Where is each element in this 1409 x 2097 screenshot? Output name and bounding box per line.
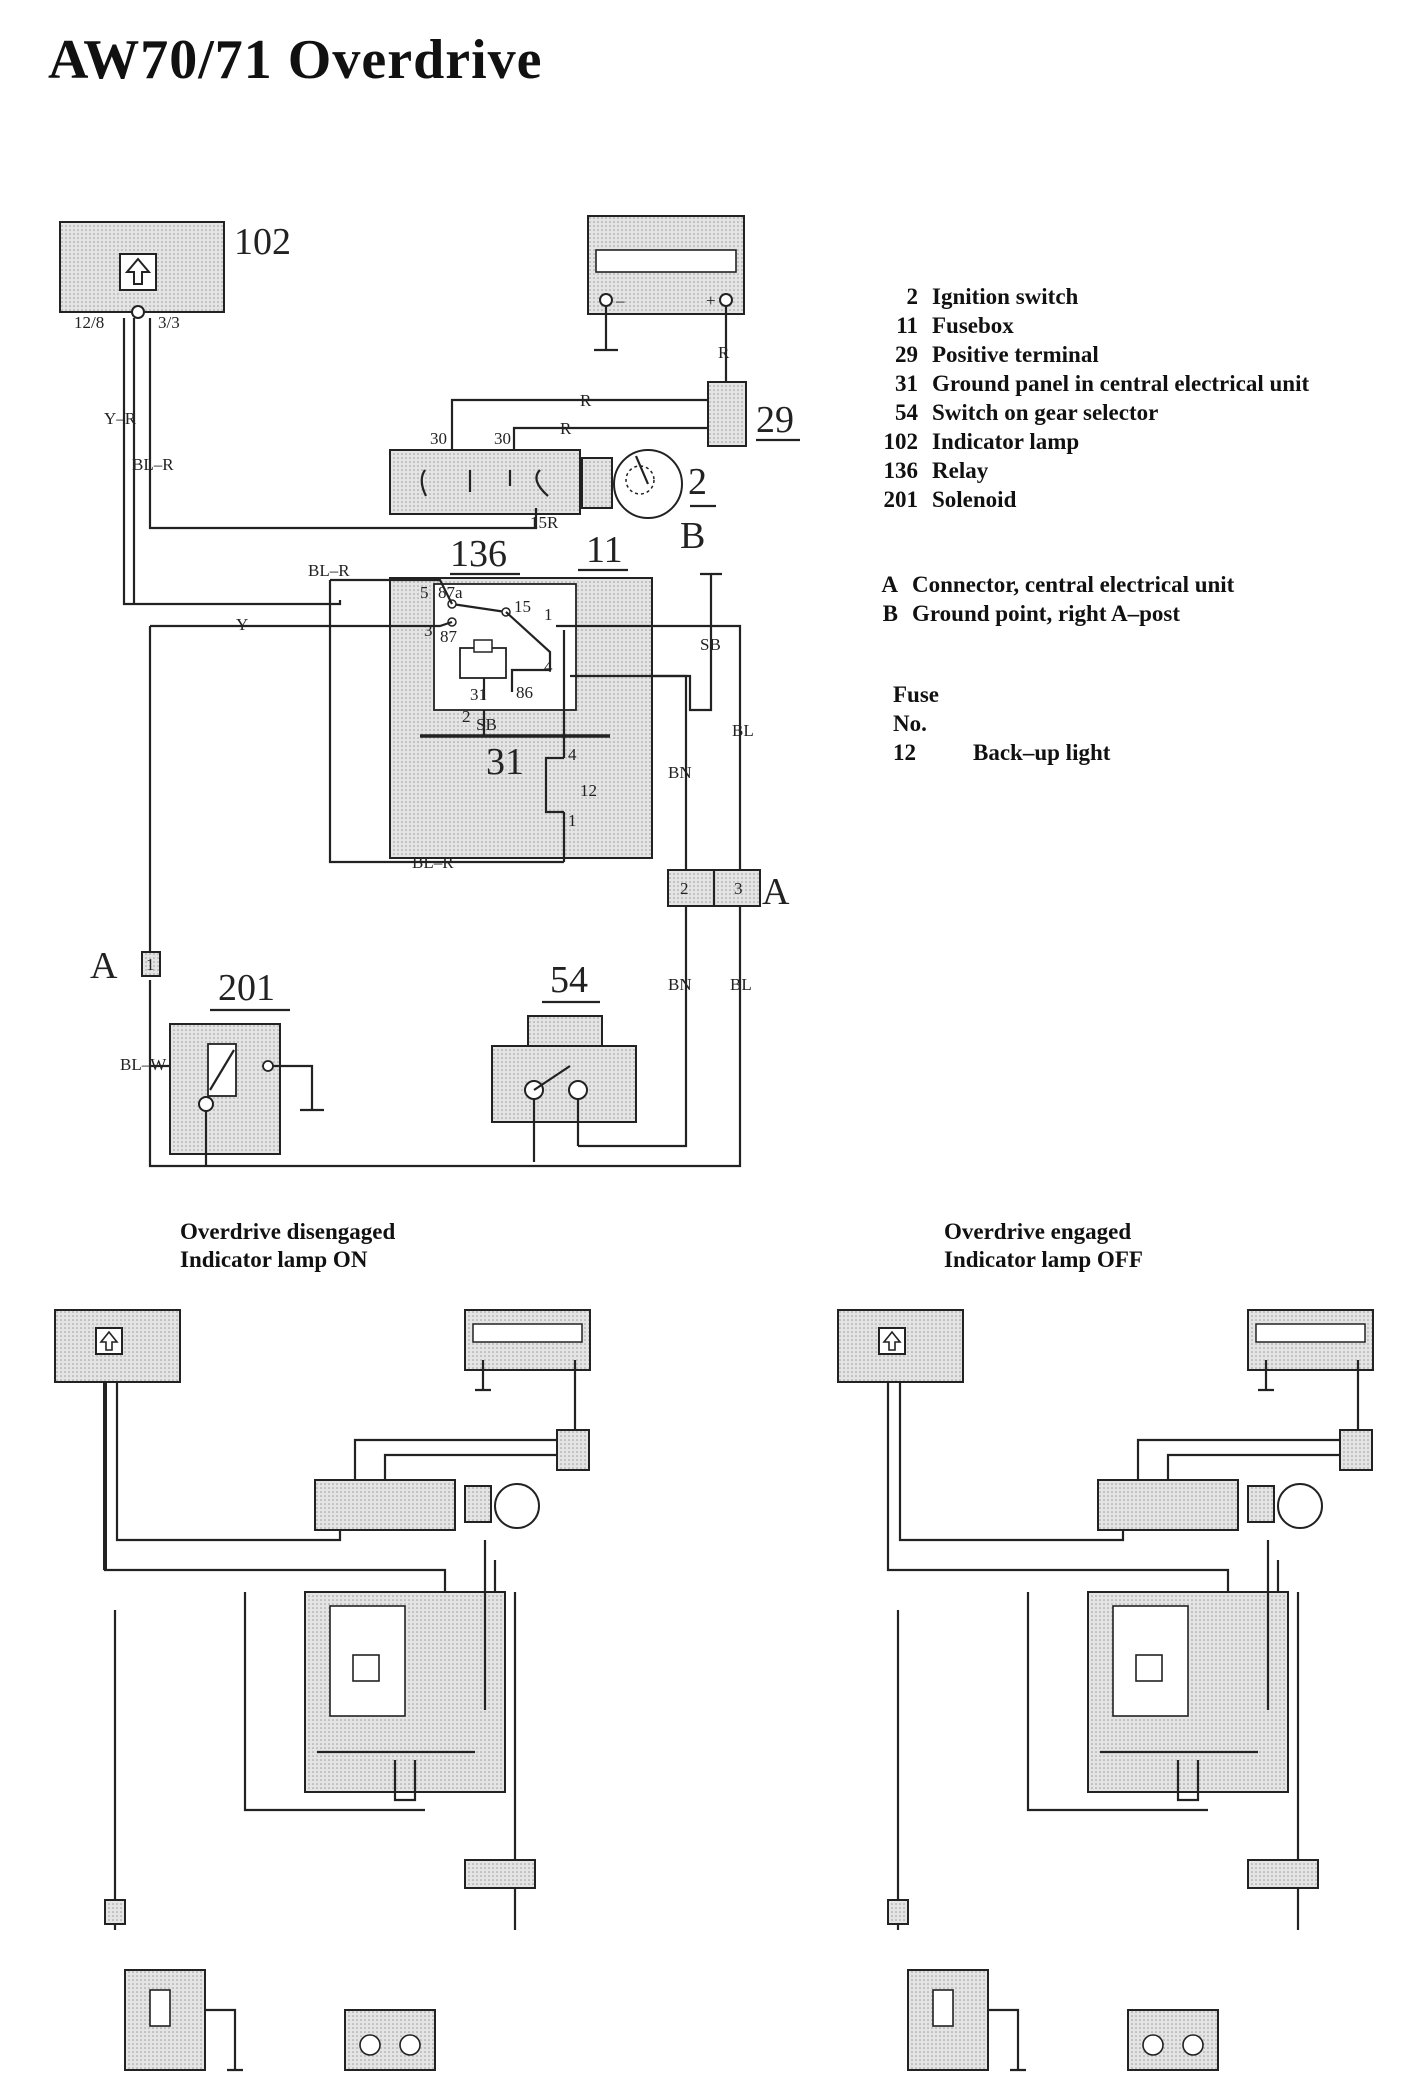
svg-text:201: 201	[218, 967, 275, 1009]
wire-r-1	[450, 398, 708, 450]
svg-text:R: R	[580, 391, 592, 410]
svg-text:54: 54	[550, 959, 588, 1001]
svg-text:2: 2	[688, 461, 707, 503]
svg-text:BL: BL	[730, 975, 752, 994]
page-title: AW70/71 Overdrive	[48, 29, 543, 91]
svg-text:31: 31	[470, 685, 487, 704]
battery: – + R	[587, 215, 745, 382]
wire-bl-r-3	[328, 580, 564, 864]
svg-text:136: 136	[450, 533, 507, 575]
diagram-engaged	[836, 1308, 1375, 2072]
svg-text:B: B	[680, 515, 705, 557]
svg-text:2: 2	[462, 707, 471, 726]
ignition-switch-2: 30 30 15R 2	[389, 429, 716, 532]
svg-text:+: +	[706, 291, 716, 310]
fusebox-11: 5 87a 3 87 15 1 4 86 31 2 SB 31 4 12 1	[389, 577, 653, 862]
svg-text:R: R	[560, 419, 572, 438]
svg-text:A: A	[90, 945, 118, 987]
svg-text:30: 30	[430, 429, 447, 448]
svg-text:2: 2	[680, 879, 689, 898]
svg-text:4: 4	[544, 657, 553, 676]
svg-text:BL: BL	[732, 721, 754, 740]
svg-text:1: 1	[568, 811, 577, 830]
fuse-heading-no: No.	[893, 711, 927, 736]
wire-bl	[556, 624, 742, 890]
wire-y-r	[122, 318, 342, 606]
svg-text:BL–W: BL–W	[120, 1055, 167, 1074]
svg-text:30: 30	[494, 429, 511, 448]
svg-text:SB: SB	[476, 715, 497, 734]
svg-text:BL–R: BL–R	[132, 455, 174, 474]
fuse-number: 12	[893, 740, 916, 765]
label-102: 102	[234, 221, 291, 263]
svg-text:29: 29	[756, 399, 794, 441]
fuse-legend: Fuse No. 12 Back–up light	[893, 680, 1110, 767]
svg-text:–: –	[615, 291, 625, 310]
caption-engaged: Overdrive engaged Indicator lamp OFF	[944, 1219, 1143, 1272]
svg-text:Y–R: Y–R	[104, 409, 137, 428]
positive-terminal-29: 29	[707, 381, 800, 447]
svg-text:4: 4	[568, 745, 577, 764]
svg-text:3/3: 3/3	[158, 313, 180, 332]
svg-text:BN: BN	[668, 763, 692, 782]
svg-text:31: 31	[486, 741, 524, 783]
svg-text:87: 87	[440, 627, 458, 646]
arrow-up-icon	[124, 257, 152, 285]
svg-text:R: R	[718, 343, 730, 362]
main-diagram: 102 12/8 3/3 – + R 29	[59, 215, 800, 1168]
svg-text:12: 12	[580, 781, 597, 800]
diagram-disengaged	[53, 1308, 592, 2072]
svg-text:5: 5	[420, 583, 429, 602]
gear-selector-switch-54: 54	[491, 959, 637, 1162]
svg-text:15: 15	[514, 597, 531, 616]
svg-text:3: 3	[424, 621, 433, 640]
svg-text:3: 3	[734, 879, 743, 898]
wire-y	[148, 620, 453, 964]
svg-text:A: A	[762, 871, 790, 913]
solenoid-201: 201 BL–W	[120, 967, 324, 1166]
svg-text:BL–R: BL–R	[412, 853, 454, 872]
fuse-text: Back–up light	[973, 740, 1111, 765]
svg-text:1: 1	[146, 955, 155, 974]
svg-text:86: 86	[516, 683, 533, 702]
caption-disengaged: Overdrive disengaged Indicator lamp ON	[180, 1219, 396, 1272]
fuse-heading: Fuse	[893, 682, 939, 707]
fuse-12	[544, 756, 564, 814]
svg-text:BL–R: BL–R	[308, 561, 350, 580]
indicator-lamp-102: 102 12/8 3/3	[59, 221, 291, 332]
wire-bl-r-1	[148, 318, 538, 530]
svg-text:SB: SB	[700, 635, 721, 654]
svg-text:15R: 15R	[530, 513, 559, 532]
svg-text:12/8: 12/8	[74, 313, 104, 332]
svg-text:1: 1	[544, 605, 553, 624]
wire-bn	[570, 674, 688, 890]
wire-r-2	[512, 426, 708, 450]
wire-bn-2	[578, 906, 688, 1148]
wire-bl-2	[148, 906, 742, 1168]
svg-text:Y: Y	[236, 615, 248, 634]
svg-text:11: 11	[586, 529, 623, 571]
svg-text:BN: BN	[668, 975, 692, 994]
connector-a-small: 1 A	[90, 945, 161, 987]
connector-a: 2 3 A	[667, 869, 790, 913]
